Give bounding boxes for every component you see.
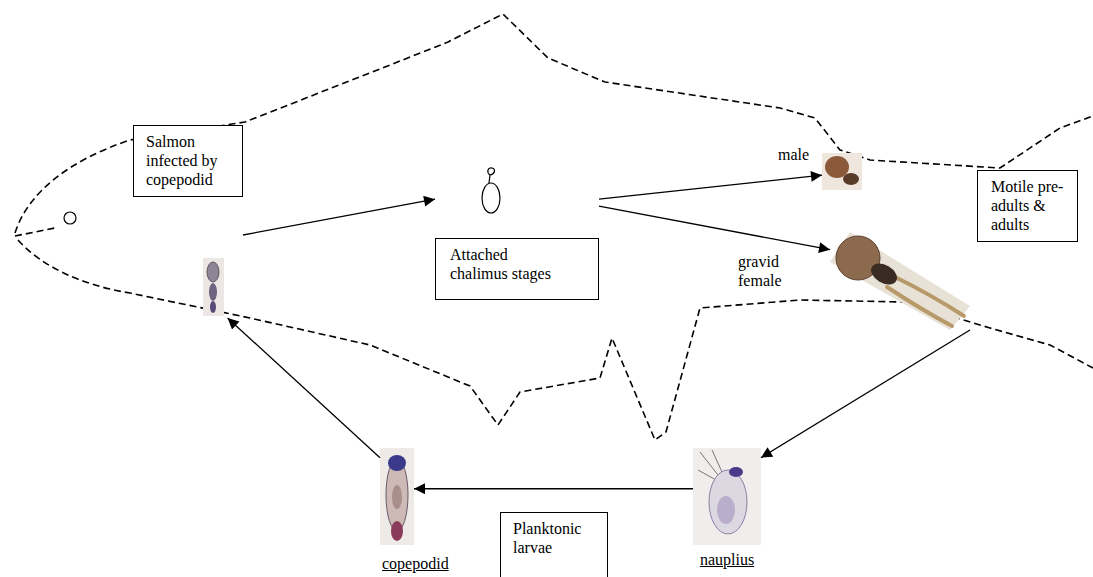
stage-figure: copepodid	[380, 448, 414, 545]
life-cycle-arrow	[599, 206, 830, 249]
photo-ground	[693, 448, 761, 545]
label-holder: male	[778, 145, 820, 164]
stage-label: Planktonic larvae	[513, 519, 595, 557]
chalimus-body	[482, 183, 500, 213]
nauplius-yolk	[717, 496, 735, 524]
salmon-eye	[64, 212, 76, 224]
stage-name: copepodid	[382, 554, 462, 573]
stage-figure: male	[822, 153, 862, 190]
life-cycle-arrow	[599, 175, 822, 199]
stage-box: Motile pre-adults & adults	[977, 170, 1078, 242]
gravid-female-photo	[830, 232, 970, 330]
life-cycle-arrow	[228, 318, 380, 458]
copepodid-body	[209, 283, 217, 301]
salmon-mouth	[15, 228, 55, 236]
salmon-back-outline	[15, 14, 1093, 233]
salmon-outline	[15, 14, 1093, 440]
male-photo	[822, 153, 862, 190]
chalimus-symbol	[482, 168, 500, 213]
label-box: Salmon infected by copepodid	[133, 125, 243, 197]
stage-box: Attached chalimus stages	[435, 160, 599, 300]
stage-label: Attached chalimus stages	[450, 245, 558, 283]
nauplius-body	[709, 470, 747, 534]
stage-figure: nauplius	[693, 448, 761, 545]
life-cycle-arrow	[414, 488, 693, 489]
copepodid-photo	[380, 448, 414, 545]
label-holder: nauplius	[693, 550, 761, 569]
life-cycle-arrow	[243, 199, 435, 235]
copepodid-tail	[391, 521, 403, 541]
attached-copepodid-photo	[203, 258, 224, 316]
nauplius-eye-spot	[729, 467, 743, 477]
stage-name: nauplius	[693, 550, 761, 569]
photo-ground	[380, 448, 414, 545]
photo-ground	[830, 232, 970, 330]
photo-ground	[203, 258, 224, 316]
copepodid-head	[388, 455, 406, 471]
stage-box: Planktonic larvae	[500, 512, 608, 577]
stage-figure: gravid female	[830, 232, 970, 330]
egg-string	[887, 287, 952, 326]
label-holder: gravid female	[738, 252, 800, 290]
copepodid-tail	[210, 301, 216, 313]
copepodid-gut	[392, 485, 402, 509]
copepodid-head	[207, 262, 219, 282]
stage-label: Motile pre-adults & adults	[991, 177, 1064, 235]
photo-ground	[822, 153, 862, 190]
label-box: Attached chalimus stages	[435, 238, 599, 300]
chalimus-filament	[488, 168, 495, 183]
stage-name: male	[778, 145, 820, 164]
male-abdomen	[843, 173, 859, 185]
female-genital-segment	[867, 259, 900, 289]
label-holder: copepodid	[382, 554, 462, 573]
male-cephalothorax	[825, 156, 849, 178]
nauplius-photo	[693, 448, 761, 545]
stage-label: Salmon infected by copepodid	[146, 132, 230, 190]
stage-box: Salmon infected by copepodid	[133, 125, 243, 318]
life-cycle-arrow	[761, 330, 970, 458]
stage-name: gravid female	[738, 252, 800, 290]
